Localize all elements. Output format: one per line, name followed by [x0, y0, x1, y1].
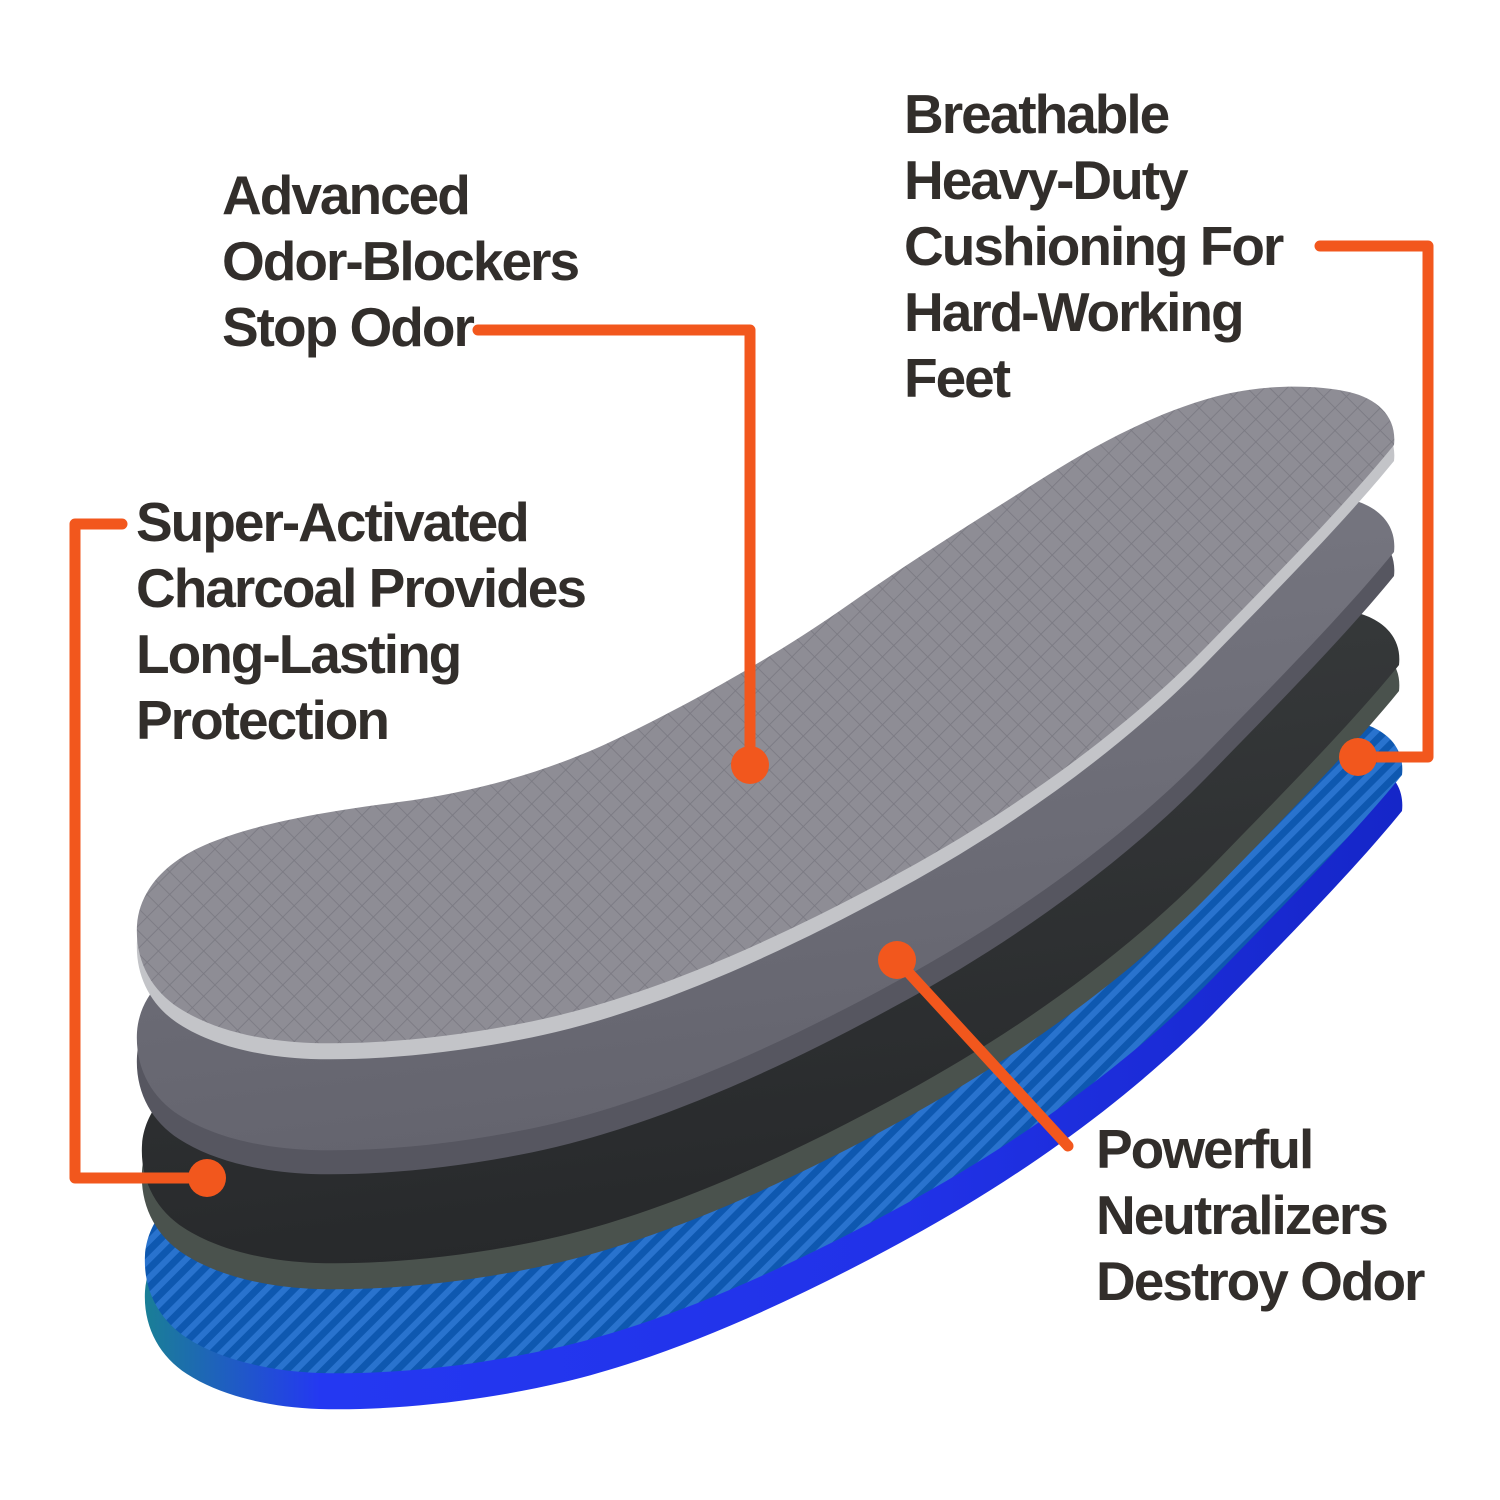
callout-line-odor-blockers [472, 324, 756, 771]
callout-line-cushioning [1314, 240, 1434, 763]
callout-text-charcoal: Super-Activated Charcoal Provides Long-L… [136, 491, 587, 751]
callout-text-odor-blockers: Advanced Odor-Blockers Stop Odor [222, 164, 580, 358]
callout-line-charcoal [69, 518, 198, 1184]
callout-text-neutralizers: Powerful Neutralizers Destroy Odor [1096, 1118, 1425, 1312]
callout-dot-cushioning [1339, 738, 1377, 776]
callout-dot-neutralizers [878, 941, 916, 979]
callout-text-cushioning: Breathable Heavy-Duty Cushioning For Har… [904, 83, 1284, 409]
callout-dot-charcoal [188, 1159, 226, 1197]
callout-dot-odor-blockers [731, 746, 769, 784]
callout-line-neutralizers [891, 954, 1074, 1152]
